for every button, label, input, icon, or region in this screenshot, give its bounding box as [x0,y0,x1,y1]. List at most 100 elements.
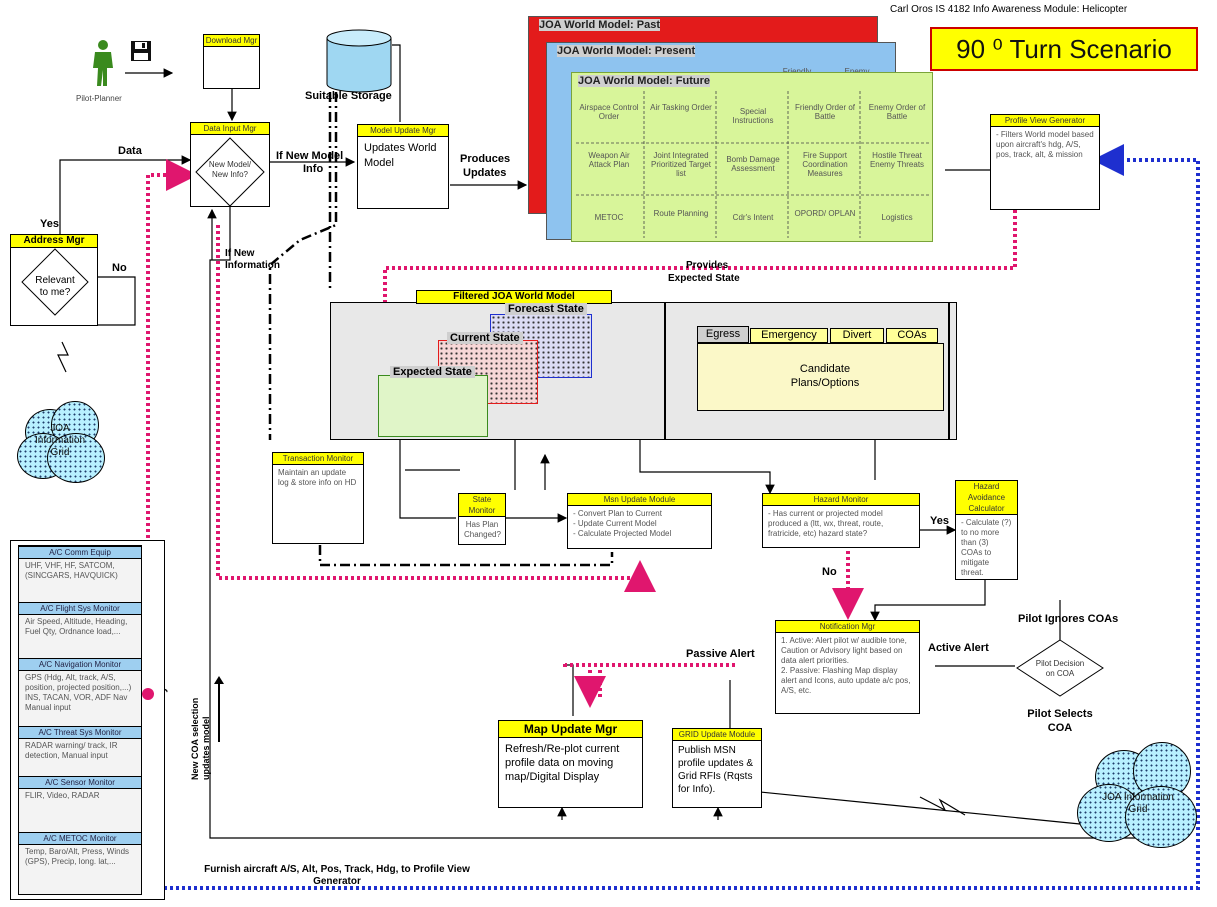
label-new-coa-text: New COA selection updates model [190,698,211,780]
panel-metoc: A/C METOC Monitor Temp, Baro/Alt, Press,… [19,832,141,892]
label-furnish-text: Furnish aircraft A/S, Alt, Pos, Track, H… [204,864,470,887]
data-input-mgr-title: Data Input Mgr [191,123,269,135]
new-coa-arrow-icon [214,676,224,742]
panel-metoc-body: Temp, Baro/Alt, Press, Winds (GPS), Prec… [19,845,141,869]
label-data: Data [118,145,142,157]
joa-grid-right-label: JOA Information Grid [1095,792,1181,816]
cell-enemy-order: Enemy Order of Battle [866,103,928,121]
panel-sensor-title: A/C Sensor Monitor [19,776,141,789]
forecast-state-text: Forecast State [508,303,584,315]
label-passive-alert: Passive Alert [686,648,755,660]
cell-opord: OPORD/ OPLAN [794,209,856,218]
state-monitor-box: State Monitor Has Plan Changed? [458,493,506,545]
label-produces: Produces [460,153,510,165]
panel-navigation: A/C Navigation Monitor GPS (Hdg, Alt, tr… [19,658,141,726]
label-pilot-ignores: Pilot Ignores COAs [1018,613,1118,625]
notification-mgr-box: Notification Mgr 1. Active: Alert pilot … [775,620,920,714]
panel-comm-equip: A/C Comm Equip UHF, VHF, HF, SATCOM, (SI… [19,546,141,602]
panel-sensor-body: FLIR, Video, RADAR [19,789,141,803]
panel-navigation-title: A/C Navigation Monitor [19,658,141,671]
grid-update-module-body: Publish MSN profile updates & Grid RFIs … [673,741,761,799]
msn-update-module-box: Msn Update Module - Convert Plan to Curr… [567,493,712,549]
joa-grid-left-label: JOA Information Grid [29,423,91,459]
junction-dot [142,688,154,700]
world-model-past-title: JOA World Model: Past [539,19,660,31]
filtered-model-divider-right [948,302,950,440]
cell-cdrs-intent: Cdr's Intent [722,213,784,222]
hazard-monitor-box: Hazard Monitor - Has current or projecte… [762,493,920,548]
world-model-past-title-text: JOA World Model: Past [539,19,660,31]
transaction-monitor-title: Transaction Monitor [273,453,363,465]
world-model-future-sheet: JOA World Model: Future Airspace Control… [571,72,933,242]
panel-comm-equip-title: A/C Comm Equip [19,546,141,559]
grid-update-module-box: GRID Update Module Publish MSN profile u… [672,728,762,808]
world-model-present-title: JOA World Model: Present [557,45,695,57]
tab-emergency[interactable]: Emergency [750,328,828,343]
cell-hostile-threat: Hostile Threat Enemy Threats [866,151,928,169]
download-mgr-title: Download Mgr [204,35,259,47]
panel-navigation-body: GPS (Hdg, Alt, track, A/S, position, pro… [19,671,141,715]
expected-state-text: Expected State [393,366,472,378]
forecast-state-label: Forecast State [505,303,587,315]
hazard-monitor-title: Hazard Monitor [763,494,919,506]
cell-special-instructions: Special Instructions [722,107,784,125]
tab-divert[interactable]: Divert [830,328,884,343]
tab-coas[interactable]: COAs [886,328,938,343]
panel-sensor: A/C Sensor Monitor FLIR, Video, RADAR [19,776,141,832]
notification-mgr-body: 1. Active: Alert pilot w/ audible tone, … [776,633,919,699]
tab-coas-label: COAs [897,329,926,341]
panel-flight-sys: A/C Flight Sys Monitor Air Speed, Altitu… [19,602,141,658]
map-update-mgr-box: Map Update Mgr Refresh/Re-plot current p… [498,720,643,808]
tab-egress-label: Egress [706,328,740,340]
panel-threat-sys-body: RADAR warning/ track, IR detection, Manu… [19,739,141,763]
panel-metoc-title: A/C METOC Monitor [19,832,141,845]
model-update-mgr-box: Model Update Mgr Updates World Model [357,124,449,209]
label-if-new-information: If New Information [225,248,275,272]
grid-update-module-title: GRID Update Module [673,729,761,741]
label-no: No [112,262,127,274]
filtered-model-title-text: Filtered JOA World Model [453,291,575,302]
download-mgr-box: Download Mgr [203,34,260,89]
state-monitor-body: Has Plan Changed? [459,517,505,543]
candidate-plans-text: Candidate Plans/Options [770,362,880,390]
joa-grid-right-cloud: JOA Information Grid [1075,740,1200,850]
label-no-hazard: No [822,566,837,578]
expected-state-box [378,375,488,437]
label-updates: Updates [463,167,506,179]
joa-grid-left-cloud: JOA Information Grid [15,395,105,485]
current-state-label: Current State [447,332,523,344]
hazard-avoidance-body: - Calculate (?) to no more than (3) COAs… [956,515,1017,581]
state-monitor-title: State Monitor [459,494,505,517]
cell-bda: Bomb Damage Assessment [722,155,784,173]
tab-emergency-label: Emergency [761,329,817,341]
tab-egress[interactable]: Egress [697,326,749,343]
label-expected-state: Expected State [668,273,740,284]
msn-update-module-body: - Convert Plan to Current - Update Curre… [568,506,711,542]
panel-flight-sys-body: Air Speed, Altitude, Heading, Fuel Qty, … [19,615,141,639]
data-input-decision-text: New Model/ New Info? [206,160,254,180]
label-pilot-selects-text: Pilot Selects COA [1027,708,1092,734]
transaction-monitor-body: Maintain an update log & store info on H… [273,465,363,491]
current-state-text: Current State [450,332,520,344]
cell-air-tasking: Air Tasking Order [650,103,712,112]
notification-mgr-title: Notification Mgr [776,621,919,633]
label-pilot-selects: Pilot Selects COA [1025,707,1095,735]
cell-logistics: Logistics [866,213,928,222]
filtered-model-title: Filtered JOA World Model [416,290,612,304]
profile-view-box: Profile View Generator - Filters World m… [990,114,1100,210]
storage-cylinder-icon [325,28,393,94]
profile-view-body: - Filters World model based upon aircraf… [991,127,1099,163]
hazard-avoidance-title: Hazard Avoidance Calculator [956,481,1017,515]
scenario-title: 90 ⁰ Turn Scenario [930,27,1198,71]
label-yes: Yes [40,218,59,230]
label-provides: Provides [686,260,728,271]
label-info: Info [303,163,323,175]
cell-jipt: Joint Integrated Prioritized Target list [650,151,712,178]
cell-friendly-order: Friendly Order of Battle [794,103,856,121]
storage-label: Suitable Storage [305,90,392,102]
credit-line: Carl Oros IS 4182 Info Awareness Module:… [890,4,1127,15]
label-yes-hazard: Yes [930,515,949,527]
cell-fire-support: Fire Support Coordination Measures [794,151,856,178]
profile-view-title: Profile View Generator [991,115,1099,127]
internal-systems-list: A/C Comm Equip UHF, VHF, HF, SATCOM, (SI… [18,545,142,895]
